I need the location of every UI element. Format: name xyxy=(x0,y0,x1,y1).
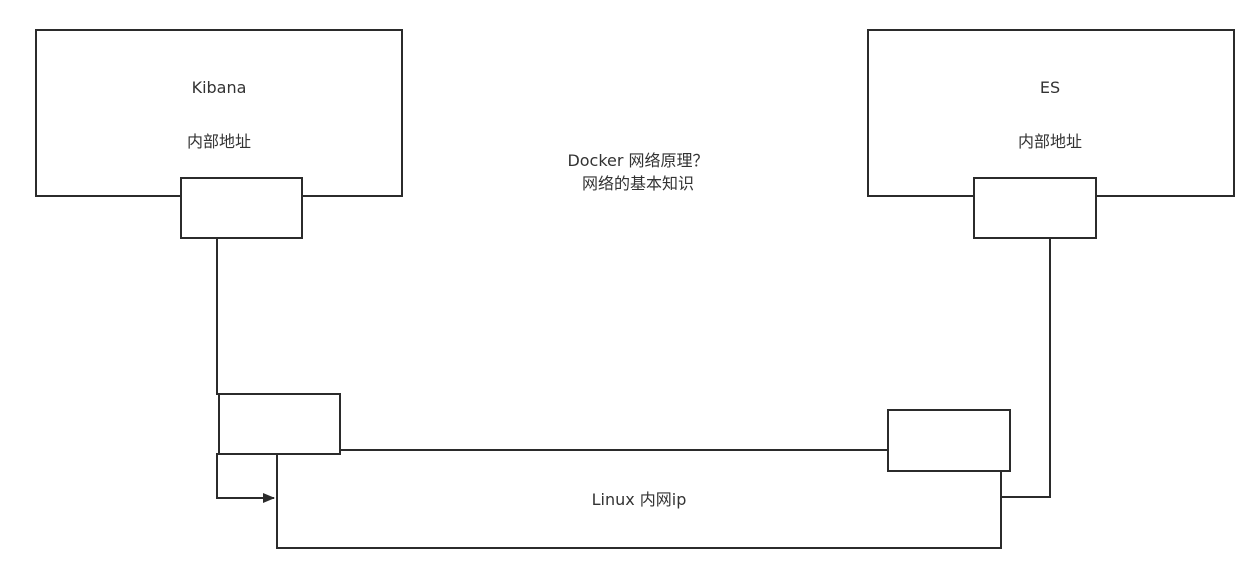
center-note-line2: 网络的基本知识 xyxy=(581,174,694,193)
kibana-container-box xyxy=(35,29,403,197)
center-note-line1: Docker 网络原理？ xyxy=(567,151,709,170)
kibana-port-box xyxy=(180,177,303,239)
es-address-label: 内部地址 xyxy=(1017,132,1082,151)
kibana-arrow-to-linux xyxy=(216,453,275,503)
kibana-name-label: Kibana xyxy=(191,78,247,97)
right-bridge-box xyxy=(887,409,1011,472)
es-port-to-linux-line xyxy=(1001,238,1051,498)
es-port-box xyxy=(973,177,1097,239)
kibana-address-label: 内部地址 xyxy=(186,132,251,151)
linux-label: Linux 内网ip xyxy=(591,490,687,509)
linux-host-box xyxy=(276,449,1002,549)
es-name-label: ES xyxy=(1039,78,1061,97)
left-bridge-box xyxy=(218,393,341,455)
es-container-box xyxy=(867,29,1235,197)
